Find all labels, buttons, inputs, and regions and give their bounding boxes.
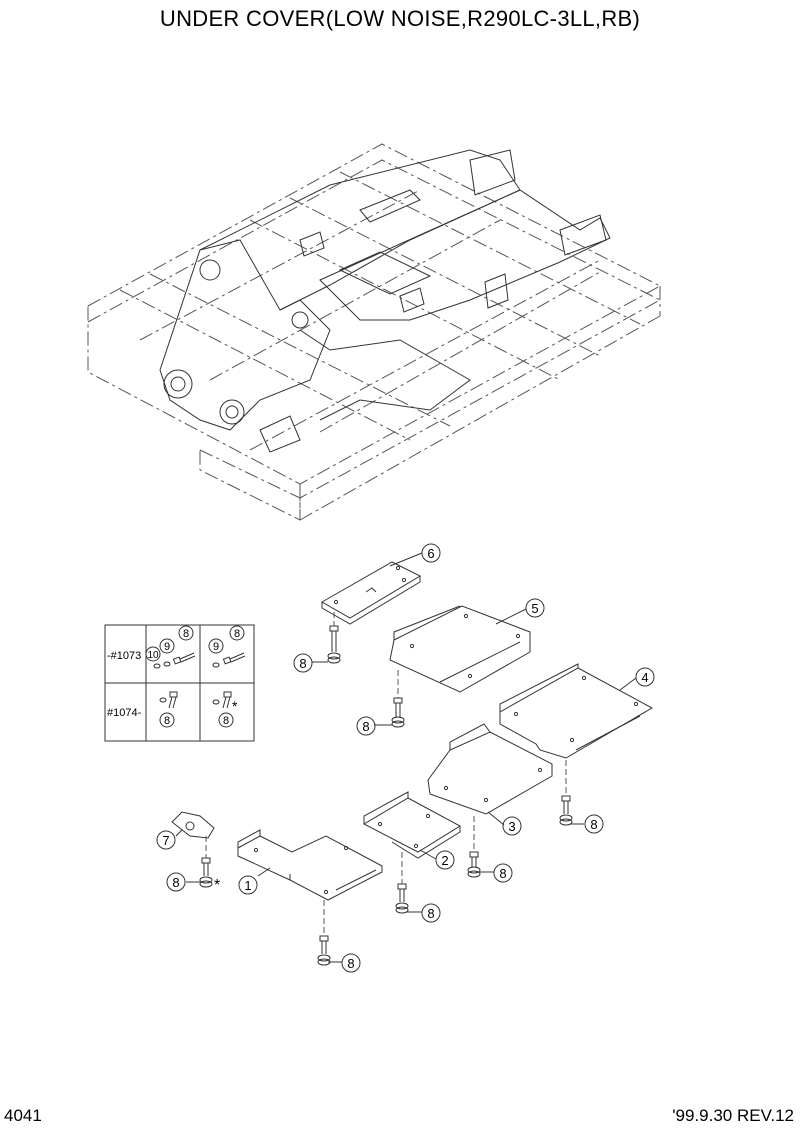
- svg-text:8: 8: [223, 715, 229, 727]
- page-title: UNDER COVER(LOW NOISE,R290LC-3LL,RB): [159, 6, 641, 31]
- svg-text:8: 8: [234, 628, 240, 640]
- svg-text:10: 10: [147, 650, 159, 661]
- callout-7: 7: [156, 830, 176, 850]
- callout-4: 4: [635, 667, 655, 687]
- svg-text:8: 8: [499, 866, 506, 881]
- cover-plate-6: [320, 561, 422, 625]
- svg-text:8: 8: [347, 956, 354, 971]
- cover-plate-3: [427, 723, 553, 815]
- svg-text:6: 6: [427, 546, 434, 561]
- svg-text:1: 1: [244, 878, 251, 893]
- callout-8: 8: [166, 872, 186, 892]
- svg-text:2: 2: [441, 853, 448, 868]
- bolts: [199, 625, 573, 966]
- svg-text:8: 8: [183, 628, 189, 640]
- callout-1: 1: [238, 875, 258, 895]
- cover-plate-2: [362, 791, 461, 859]
- svg-text:8: 8: [362, 719, 369, 734]
- cover-plate-1: [237, 829, 383, 901]
- callout-9: 9: [159, 638, 175, 654]
- callout-6: 6: [421, 543, 441, 563]
- callout-8: 8: [421, 903, 441, 923]
- svg-text:8: 8: [427, 906, 434, 921]
- revision-stamp: '99.9.30 REV.12: [672, 1106, 794, 1125]
- cover-plate-4: [499, 663, 654, 759]
- callout-8: 8: [341, 953, 361, 973]
- svg-text:8: 8: [164, 715, 170, 727]
- bolt-small: [212, 652, 246, 668]
- callout-8: 8: [356, 716, 376, 736]
- svg-text:9: 9: [213, 641, 219, 653]
- alignment-lines: [205, 612, 567, 936]
- table-row-label: -#1073: [107, 650, 141, 662]
- callout-8: 8: [493, 863, 513, 883]
- page-number: 4041: [4, 1106, 42, 1125]
- callout-8: 8: [229, 625, 245, 641]
- callout-2: 2: [435, 850, 455, 870]
- callout-10: 10: [145, 646, 161, 662]
- upper-frame: [87, 143, 662, 521]
- bolt-small: [153, 652, 196, 669]
- svg-text:5: 5: [531, 601, 538, 616]
- serial-table: -#1073 #1074- 8 9 10 8 9 8 * 8: [104, 624, 255, 742]
- bolt-small: [212, 691, 232, 709]
- callout-9: 9: [208, 638, 224, 654]
- svg-text:8: 8: [590, 817, 597, 832]
- svg-text:8: 8: [172, 875, 179, 890]
- callout-5: 5: [525, 598, 545, 618]
- cover-plate-5: [389, 605, 531, 693]
- svg-text:8: 8: [299, 656, 306, 671]
- svg-text:7: 7: [162, 833, 169, 848]
- star-mark: *: [232, 698, 238, 714]
- bolt-small: [159, 691, 178, 709]
- callout-8: 8: [293, 653, 313, 673]
- callout-8: 8: [178, 625, 194, 641]
- svg-text:9: 9: [164, 641, 170, 653]
- callout-3: 3: [502, 816, 522, 836]
- table-row-label: #1074-: [107, 707, 142, 719]
- callout-leaders: [175, 552, 637, 963]
- svg-text:4: 4: [641, 670, 648, 685]
- callout-8: 8: [584, 814, 604, 834]
- svg-text:3: 3: [508, 819, 515, 834]
- callout-8: 8: [159, 712, 175, 728]
- star-mark: *: [214, 877, 220, 894]
- callout-8: 8: [218, 712, 234, 728]
- cover-plate-7: [171, 811, 215, 839]
